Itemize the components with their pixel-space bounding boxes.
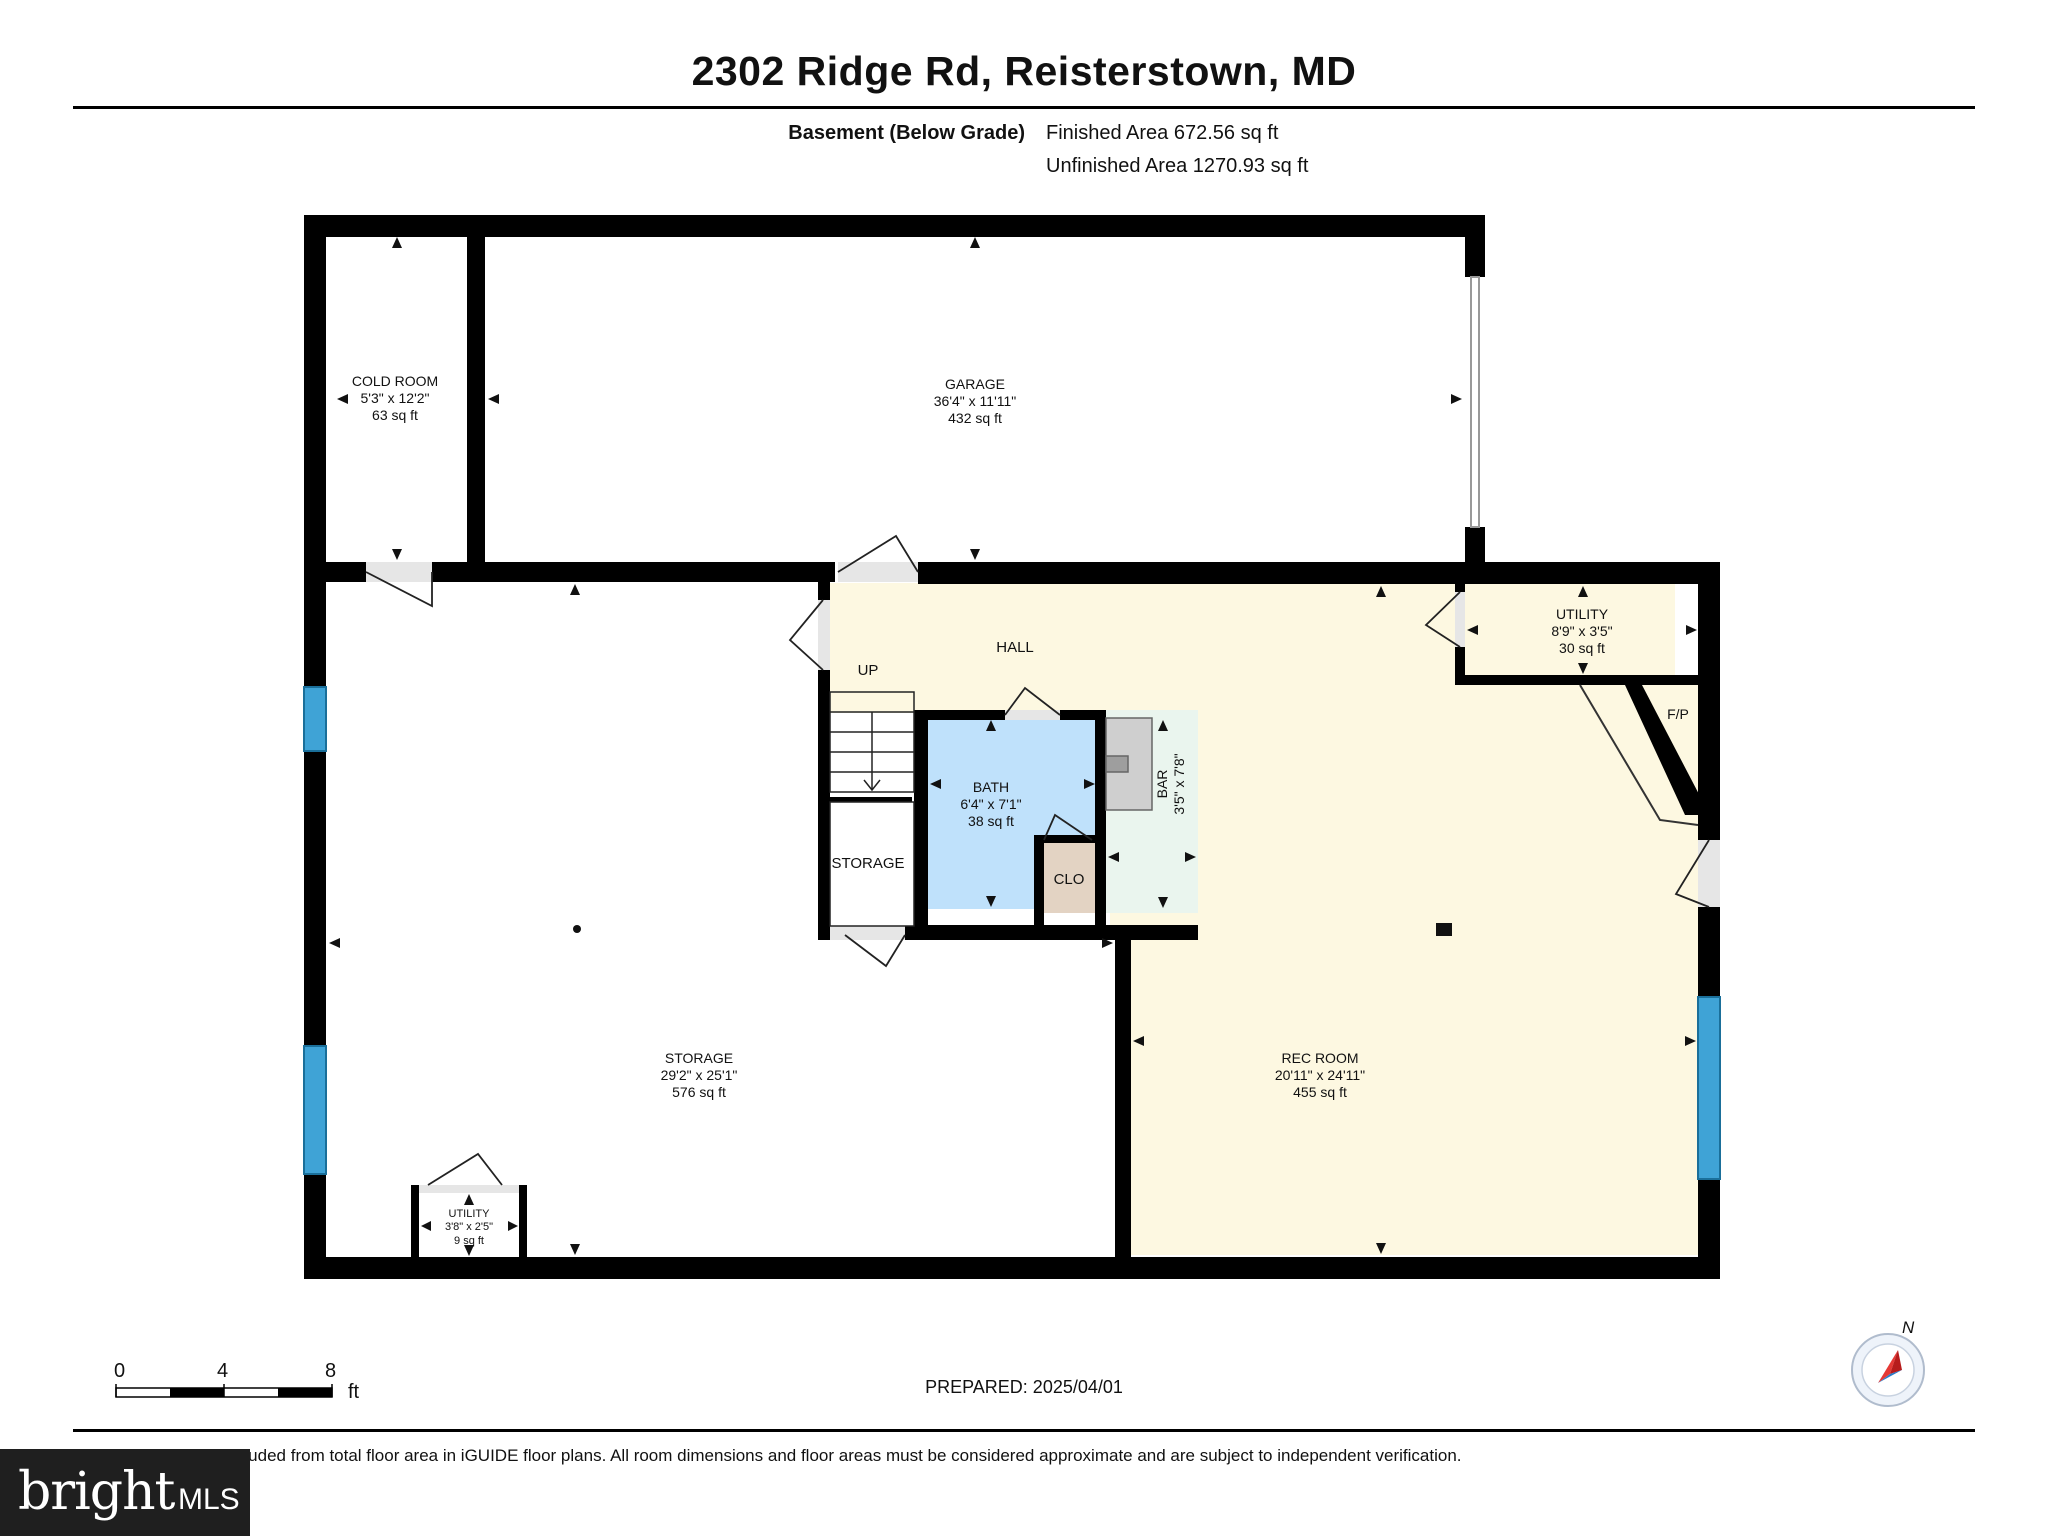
logo-text: bright xyxy=(18,1462,175,1522)
fireplace-label: F/P xyxy=(1667,706,1689,722)
bath-dims: 6'4" x 7'1" xyxy=(960,796,1021,812)
scale-tick-8: 8 xyxy=(325,1360,337,1382)
cold-room-dims: 5'3" x 12'2" xyxy=(361,390,430,406)
rec-room-dims: 20'11" x 24'11" xyxy=(1275,1067,1365,1083)
header-divider xyxy=(73,106,1975,109)
garage-name: GARAGE xyxy=(945,376,1005,392)
window-west-upper xyxy=(303,686,327,752)
compass-north-label: N xyxy=(1902,1318,1915,1337)
staircase xyxy=(829,691,915,793)
marker-dot xyxy=(573,925,581,933)
unfinished-area: Unfinished Area 1270.93 sq ft xyxy=(1046,155,1309,177)
bar-label-group: BAR 3'5" x 7'8" xyxy=(1154,753,1187,814)
scale-bar xyxy=(115,1384,333,1398)
footer-divider xyxy=(73,1429,1975,1432)
utility-small-area: 9 sq ft xyxy=(454,1235,484,1247)
door-gap-storage xyxy=(830,925,905,940)
rec-room-name: REC ROOM xyxy=(1282,1050,1359,1066)
rec-room-area: 455 sq ft xyxy=(1293,1084,1347,1100)
closet-name: CLO xyxy=(1054,871,1085,888)
garage-area: 432 sq ft xyxy=(948,410,1002,426)
storage-dims: 29'2" x 25'1" xyxy=(661,1067,738,1083)
door-gap-garage xyxy=(838,562,918,582)
bar-name: BAR xyxy=(1154,770,1170,799)
compass-icon xyxy=(1851,1333,1925,1407)
scale-tick-4: 4 xyxy=(217,1360,229,1382)
marker-square xyxy=(1436,923,1452,936)
utility-small-dims: 3'8" x 2'5" xyxy=(445,1221,493,1233)
scale-unit: ft xyxy=(348,1381,360,1403)
storage-closet-outline xyxy=(829,801,915,927)
rec-room-floor xyxy=(1110,583,1702,1255)
door-gap-bath xyxy=(1005,710,1060,720)
window-west-lower xyxy=(303,1045,327,1175)
door-gap-utility xyxy=(419,1185,519,1193)
storage-closet-name: STORAGE xyxy=(831,855,904,872)
dimension-arrows xyxy=(329,237,1697,1256)
logo-suffix: MLS xyxy=(178,1483,240,1516)
bath-name: BATH xyxy=(973,779,1009,795)
closet-floor xyxy=(1043,840,1103,913)
storage-area: 576 sq ft xyxy=(672,1084,726,1100)
bright-mls-logo xyxy=(0,1449,250,1536)
cold-room-area: 63 sq ft xyxy=(372,407,418,423)
stairs-up-label: UP xyxy=(858,662,879,679)
bar-counter xyxy=(1105,717,1153,811)
garage-dims: 36'4" x 11'11" xyxy=(934,393,1017,409)
door-gap-cold-room xyxy=(366,562,432,582)
storage-name: STORAGE xyxy=(665,1050,733,1066)
scale-tick-0: 0 xyxy=(114,1360,126,1382)
door-swings xyxy=(365,534,1710,1186)
page-title: 2302 Ridge Rd, Reisterstown, MD xyxy=(691,48,1357,94)
garage-window xyxy=(1470,276,1480,528)
utility-top-name: UTILITY xyxy=(1556,606,1609,622)
finished-area: Finished Area 672.56 sq ft xyxy=(1046,122,1279,144)
door-gap-east xyxy=(1698,840,1720,907)
floor-label: Basement (Below Grade) xyxy=(788,122,1025,144)
bar-dims: 3'5" x 7'8" xyxy=(1171,753,1187,814)
door-gap-utility-top xyxy=(1455,592,1465,647)
cold-room-name: COLD ROOM xyxy=(352,373,438,389)
utility-top-dims: 8'9" x 3'5" xyxy=(1551,623,1612,639)
hall-name: HALL xyxy=(996,639,1034,656)
utility-small-name: UTILITY xyxy=(449,1208,491,1220)
fireplace-outline xyxy=(1579,684,1699,826)
utility-top-area: 30 sq ft xyxy=(1559,640,1605,656)
prepared-date: PREPARED: 2025/04/01 xyxy=(925,1377,1123,1397)
door-gap-hall xyxy=(818,600,830,670)
window-east xyxy=(1697,996,1721,1180)
disclaimer-text: White regions are excluded from total fl… xyxy=(80,1446,1462,1465)
bath-area: 38 sq ft xyxy=(968,813,1014,829)
